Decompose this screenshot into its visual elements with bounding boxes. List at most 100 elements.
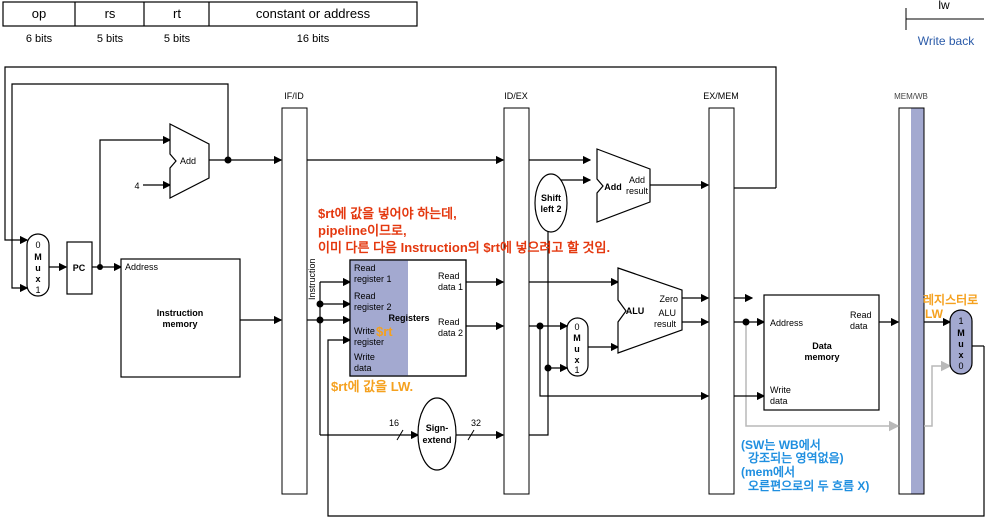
note-blue-4: 오른편으로의 두 흐름 X) bbox=[748, 478, 869, 493]
svg-text:Write: Write bbox=[354, 352, 375, 362]
pipeline-registers: IF/ID ID/EX EX/MEM MEM/WB bbox=[281, 91, 928, 495]
svg-text:Zero: Zero bbox=[659, 294, 678, 304]
svg-text:1: 1 bbox=[574, 365, 579, 375]
bits-32: 32 bbox=[471, 418, 481, 428]
svg-text:data: data bbox=[850, 321, 868, 331]
svg-text:x: x bbox=[35, 274, 40, 284]
alu-mux: 0 M u x 1 bbox=[566, 317, 589, 377]
pc-adder: Add 4 bbox=[134, 123, 210, 199]
svg-text:Address: Address bbox=[125, 262, 159, 272]
branch-adder: Add Add result bbox=[596, 148, 651, 223]
svg-text:register 1: register 1 bbox=[354, 274, 392, 284]
pc-mux: 0 M u x 1 bbox=[26, 233, 50, 297]
svg-text:Write: Write bbox=[354, 326, 375, 336]
field-constant: constant or address bbox=[256, 6, 371, 21]
bits-16: 16 bbox=[389, 418, 399, 428]
field-rs: rs bbox=[105, 6, 116, 21]
id-ex-register bbox=[503, 107, 530, 495]
stage-legend: lw Write back bbox=[905, 0, 984, 48]
svg-text:x: x bbox=[958, 350, 963, 360]
ex-mem-register bbox=[708, 107, 735, 495]
note-red-3: 이미 다른 다음 Instruction의 $rt에 넣으려고 할 것임. bbox=[318, 240, 610, 255]
svg-text:x: x bbox=[574, 355, 579, 365]
note-blue-3: (mem에서 bbox=[741, 464, 795, 479]
if-id-label: IF/ID bbox=[284, 91, 304, 101]
bits-op: 6 bits bbox=[26, 33, 53, 45]
svg-text:memory: memory bbox=[804, 352, 839, 362]
writeback-mux: 1 M u x 0 bbox=[949, 309, 973, 375]
svg-text:data: data bbox=[354, 363, 372, 373]
note-orange-right-1: 레지스터로 bbox=[923, 292, 978, 307]
svg-text:0: 0 bbox=[574, 322, 579, 332]
stage-legend-instr: lw bbox=[938, 0, 950, 12]
alu: ALU Zero ALU result bbox=[617, 267, 683, 354]
inactive-wires bbox=[745, 322, 952, 432]
note-blue-1: (SW는 WB에서 bbox=[741, 437, 821, 452]
svg-text:memory: memory bbox=[162, 319, 197, 329]
register-file: Read register 1 Read register 2 Write re… bbox=[349, 259, 467, 377]
svg-text:Shift: Shift bbox=[541, 193, 561, 203]
svg-text:Add: Add bbox=[180, 156, 196, 166]
svg-text:Add: Add bbox=[604, 182, 622, 192]
svg-text:0: 0 bbox=[958, 361, 963, 371]
note-orange-right-2: LW bbox=[925, 307, 944, 321]
sign-extend: Sign- extend 16 32 bbox=[389, 397, 481, 471]
svg-text:Sign-: Sign- bbox=[426, 423, 449, 433]
svg-text:extend: extend bbox=[422, 435, 451, 445]
bits-rt: 5 bits bbox=[164, 33, 191, 45]
mem-wb-label: MEM/WB bbox=[894, 92, 928, 101]
svg-text:M: M bbox=[573, 333, 581, 343]
svg-text:result: result bbox=[654, 319, 677, 329]
instruction-format-table: op rs rt constant or address 6 bits 5 bi… bbox=[2, 1, 418, 45]
data-memory: Address Read data Data memory Write data bbox=[763, 294, 880, 411]
ex-mem-label: EX/MEM bbox=[703, 91, 739, 101]
mem-wb-highlight bbox=[911, 108, 924, 494]
svg-text:Read: Read bbox=[354, 291, 376, 301]
note-red-2: pipeline이므로, bbox=[318, 223, 407, 238]
note-orange-rt: $rt bbox=[376, 324, 393, 339]
svg-text:Address: Address bbox=[770, 318, 804, 328]
svg-text:Registers: Registers bbox=[388, 313, 429, 323]
svg-text:M: M bbox=[34, 252, 42, 262]
svg-text:ALU: ALU bbox=[626, 306, 645, 316]
shift-left-2: Shift left 2 bbox=[534, 173, 568, 233]
svg-text:Read: Read bbox=[354, 263, 376, 273]
pc-register: PC bbox=[66, 241, 93, 295]
svg-text:data: data bbox=[770, 396, 788, 406]
svg-text:Read: Read bbox=[850, 310, 872, 320]
instruction-memory: Address Instruction memory bbox=[120, 258, 241, 378]
svg-text:result: result bbox=[626, 186, 649, 196]
svg-text:data 1: data 1 bbox=[438, 282, 463, 292]
const-four: 4 bbox=[134, 181, 139, 191]
svg-text:register: register bbox=[354, 337, 384, 347]
svg-text:Data: Data bbox=[812, 341, 833, 351]
svg-text:PC: PC bbox=[73, 263, 86, 273]
instruction-bus-label: Instruction bbox=[307, 258, 317, 300]
field-rt: rt bbox=[173, 6, 181, 21]
svg-text:register 2: register 2 bbox=[354, 302, 392, 312]
svg-text:Read: Read bbox=[438, 317, 460, 327]
annotations: $rt에 값을 넣어야 하는데, pipeline이므로, 이미 다른 다음 I… bbox=[318, 206, 978, 493]
svg-text:Instruction: Instruction bbox=[157, 308, 204, 318]
bits-constant: 16 bits bbox=[297, 33, 330, 45]
bits-rs: 5 bits bbox=[97, 33, 124, 45]
note-red-1: $rt에 값을 넣어야 하는데, bbox=[318, 206, 457, 221]
svg-text:data 2: data 2 bbox=[438, 328, 463, 338]
note-orange-lw: $rt에 값을 LW. bbox=[331, 379, 413, 394]
svg-text:1: 1 bbox=[35, 285, 40, 295]
svg-text:Write: Write bbox=[770, 385, 791, 395]
svg-text:u: u bbox=[35, 263, 41, 273]
svg-text:left 2: left 2 bbox=[540, 204, 561, 214]
field-op: op bbox=[32, 6, 46, 21]
svg-text:M: M bbox=[957, 328, 965, 338]
id-ex-label: ID/EX bbox=[504, 91, 528, 101]
svg-text:1: 1 bbox=[958, 316, 963, 326]
if-id-register bbox=[281, 107, 308, 495]
svg-text:u: u bbox=[574, 344, 580, 354]
svg-text:Add: Add bbox=[629, 175, 645, 185]
svg-text:ALU: ALU bbox=[658, 308, 676, 318]
junctions bbox=[97, 156, 750, 372]
svg-text:0: 0 bbox=[35, 240, 40, 250]
svg-text:Read: Read bbox=[438, 271, 460, 281]
